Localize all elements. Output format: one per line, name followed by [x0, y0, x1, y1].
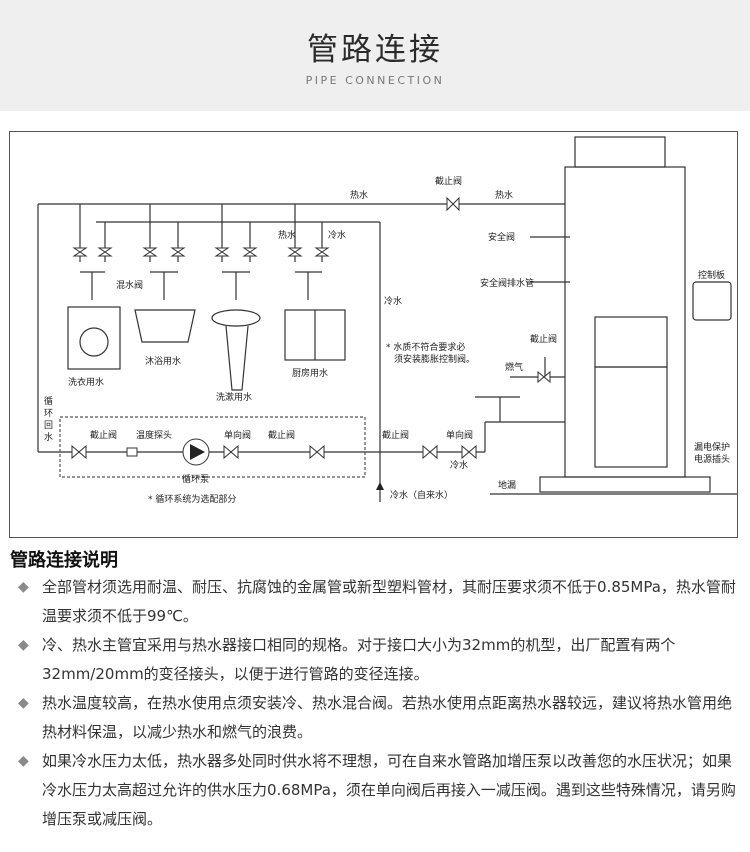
circulation-optional-box: [59, 416, 366, 478]
svg-text:沐浴用水: 沐浴用水: [145, 355, 181, 367]
svg-text:循环泵: 循环泵: [182, 473, 209, 485]
stop-valve-icon: [446, 196, 460, 212]
svg-text:温度探头: 温度探头: [136, 429, 172, 441]
svg-text:安全阀: 安全阀: [488, 231, 515, 243]
svg-text:截止阀: 截止阀: [268, 429, 295, 441]
control-panel: [692, 281, 732, 321]
instruction-item: ◆如果冷水压力太低，热水器多处同时供水将不理想，可在自来水管路加增压泵以改善您的…: [18, 747, 740, 834]
svg-text:冷水（自来水）: 冷水（自来水）: [390, 489, 453, 501]
svg-text:* 水质不符合要求必: * 水质不符合要求必: [386, 341, 465, 353]
svg-text:单向阀: 单向阀: [446, 429, 473, 441]
svg-text:截止阀: 截止阀: [382, 429, 409, 441]
svg-text:热水: 热水: [350, 189, 368, 201]
svg-text:洗衣用水: 洗衣用水: [68, 376, 104, 388]
svg-text:截止阀: 截止阀: [435, 175, 462, 187]
diamond-bullet-icon: ◆: [18, 695, 29, 711]
svg-text:* 循环系统为选配部分: * 循环系统为选配部分: [148, 493, 236, 505]
heater-warning-label: [594, 316, 668, 368]
svg-text:地漏: 地漏: [498, 479, 516, 491]
temperature-probe-icon: [126, 447, 138, 457]
wash-basin: [211, 309, 261, 327]
svg-text:热水: 热水: [495, 189, 513, 201]
page-title: 管路连接: [307, 32, 443, 68]
svg-text:漏电保护: 漏电保护: [694, 441, 730, 453]
svg-text:冷水: 冷水: [450, 459, 468, 471]
svg-text:控制板: 控制板: [698, 269, 725, 281]
shower-basin: [134, 309, 196, 343]
svg-text:电源插头: 电源插头: [694, 453, 730, 465]
svg-text:单向阀: 单向阀: [224, 429, 251, 441]
svg-text:循: 循: [44, 395, 53, 407]
svg-text:混水阀: 混水阀: [116, 279, 143, 291]
svg-text:冷水: 冷水: [328, 229, 346, 241]
svg-text:水: 水: [44, 431, 53, 443]
page-header: 管路连接 PIPE CONNECTION: [0, 0, 750, 111]
instructions-list: ◆全部管材须选用耐温、耐压、抗腐蚀的金属管或新型塑料管材，其耐压要求须不低于0.…: [18, 573, 740, 834]
heater-base: [539, 476, 711, 493]
svg-text:冷水: 冷水: [384, 295, 402, 307]
page-subtitle: PIPE CONNECTION: [305, 74, 445, 87]
svg-text:截止阀: 截止阀: [90, 429, 117, 441]
svg-text:燃气: 燃气: [505, 361, 523, 373]
svg-text:环: 环: [44, 408, 53, 419]
pipe-connection-diagram: 热水 截止阀 热水 安全阀 安全阀排水管 控制板 热水 冷水 混水阀 冷水 洗衣…: [9, 131, 738, 538]
instruction-item: ◆冷、热水主管宜采用与热水器接口相同的规格。对于接口大小为32mm的机型，出厂配…: [18, 631, 740, 689]
svg-text:截止阀: 截止阀: [530, 333, 557, 345]
instructions-title: 管路连接说明: [10, 550, 118, 571]
diamond-bullet-icon: ◆: [18, 637, 29, 653]
svg-text:洗漱用水: 洗漱用水: [216, 391, 252, 403]
diamond-bullet-icon: ◆: [18, 753, 29, 769]
diamond-bullet-icon: ◆: [18, 579, 29, 595]
svg-text:须安装膨胀控制阀。: 须安装膨胀控制阀。: [394, 353, 475, 365]
svg-text:热水: 热水: [278, 229, 296, 241]
diagram-canvas: 热水 截止阀 热水 安全阀 安全阀排水管 控制板 热水 冷水 混水阀 冷水 洗衣…: [37, 136, 737, 505]
svg-text:厨房用水: 厨房用水: [292, 367, 328, 379]
svg-text:安全阀排水管: 安全阀排水管: [480, 277, 534, 289]
washing-machine: [67, 306, 121, 370]
instruction-item: ◆全部管材须选用耐温、耐压、抗腐蚀的金属管或新型塑料管材，其耐压要求须不低于0.…: [18, 573, 740, 631]
instruction-item: ◆热水温度较高，在热水使用点须安装冷、热水混合阀。若热水使用点距离热水器较远，建…: [18, 689, 740, 747]
svg-text:回: 回: [44, 420, 53, 431]
